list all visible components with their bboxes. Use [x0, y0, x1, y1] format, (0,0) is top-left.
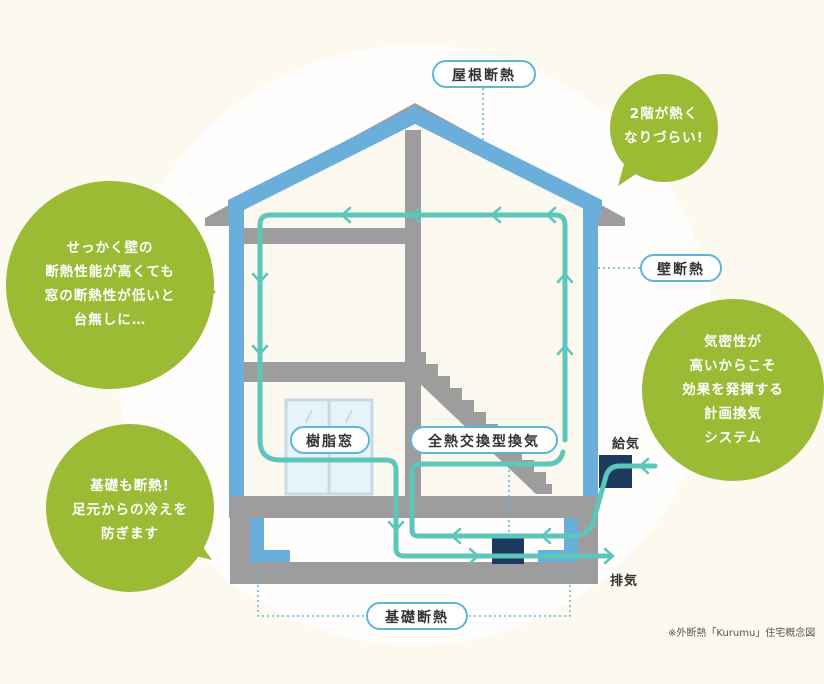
- staircase: [414, 352, 552, 494]
- foundation-insulation-label: 基礎断熱: [366, 602, 468, 630]
- wall-insulation-left: [229, 204, 244, 518]
- airflow-arrows: [251, 206, 650, 565]
- bubble-airtight: 気密性が 高いからこそ 効果を発揮する 計画換気 システム: [682, 334, 784, 446]
- center-column: [405, 130, 421, 502]
- foundation-post-right: [578, 518, 598, 564]
- ventilation-label: 全熱交換型換気: [410, 426, 558, 454]
- wall-insulation-right: [583, 204, 598, 518]
- foundation-post-left: [230, 518, 250, 564]
- bubble-second-floor: 2階が熱く なりづらい!: [624, 106, 704, 146]
- second-floor-slab: [244, 362, 414, 382]
- foundation-insulation-left: [250, 518, 290, 562]
- wall-insulation-label: 壁断熱: [640, 254, 722, 282]
- foundation-insulation-right: [538, 518, 578, 562]
- green-bubbles: [6, 74, 824, 592]
- leader-lines: [257, 88, 640, 617]
- bubble-windows: せっかく壁の 断熱性能が高くても 窓の断熱性が低いと 台無しに…: [44, 240, 176, 328]
- bubble-foundation: 基礎も断熱! 足元からの冷えを 防ぎます: [72, 478, 188, 542]
- foundation-base: [230, 562, 598, 584]
- supply-air-label: 給気: [612, 437, 641, 452]
- airflow-paths: [257, 212, 658, 559]
- roof-insulation-label: 屋根断熱: [432, 60, 536, 88]
- caption: ※外断熱「Kurumu」住宅概念図: [668, 628, 816, 639]
- resin-window-label: 樹脂窓: [290, 426, 370, 454]
- heat-exchanger-unit: [492, 534, 524, 564]
- ceiling-beam: [244, 228, 412, 244]
- exhaust-air-label: 排気: [610, 574, 639, 589]
